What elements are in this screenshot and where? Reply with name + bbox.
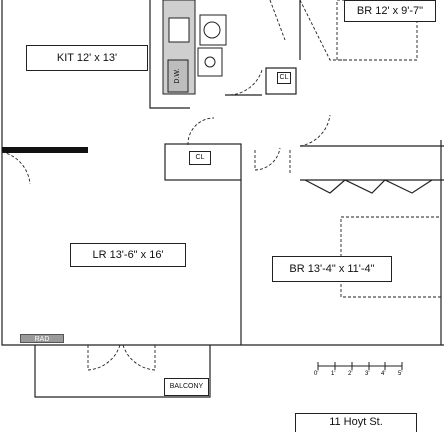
bedroom-right-label: BR 13'-4" x 11'-4" xyxy=(272,256,392,282)
fridge-circle xyxy=(204,56,216,68)
scale-label: 3' xyxy=(365,371,370,377)
scale-label: 0' xyxy=(314,371,319,377)
bifold-doors xyxy=(304,179,433,194)
door-arc-left xyxy=(1,151,31,185)
stove xyxy=(199,14,227,46)
door-arc-hall-2 xyxy=(254,147,281,171)
scale-label: 5' xyxy=(398,371,403,377)
door-arc-bottom-right xyxy=(122,344,156,371)
closet-dash-top xyxy=(269,0,345,61)
dishwasher-box xyxy=(167,59,189,93)
closet-kitchen-label: CL xyxy=(277,72,291,84)
kitchen-wall xyxy=(149,0,190,109)
door-arc-hall xyxy=(299,114,331,147)
closet-center-box xyxy=(164,143,242,181)
scale-label: 2' xyxy=(348,371,353,377)
address-label: 11 Hoyt St. xyxy=(295,413,417,432)
closet-kitchen-box xyxy=(265,67,297,95)
scale-label: 1' xyxy=(331,371,336,377)
fridge xyxy=(197,47,223,77)
closet-center-label: CL xyxy=(189,151,211,165)
stove-burner xyxy=(203,21,221,39)
dishwasher-label: D.W. xyxy=(174,68,181,84)
door-arc-kitchen xyxy=(224,69,263,96)
living-label: LR 13'-6" x 16' xyxy=(70,243,186,267)
bedroom-top-label: BR 12' x 9'-7" xyxy=(344,0,436,22)
scale-label: 4' xyxy=(381,371,386,377)
balcony-outline xyxy=(34,345,211,398)
partition-wall xyxy=(2,147,88,153)
outer-wall xyxy=(1,0,444,346)
sink xyxy=(168,17,190,43)
door-arc-bottom-left xyxy=(87,344,121,371)
bed-top xyxy=(336,0,418,61)
balcony-label: BALCONY xyxy=(164,378,209,396)
door-arc-closet xyxy=(187,117,215,146)
radiator-label: RAD xyxy=(20,334,64,343)
kitchen-label: KIT 12' x 13' xyxy=(26,45,148,71)
